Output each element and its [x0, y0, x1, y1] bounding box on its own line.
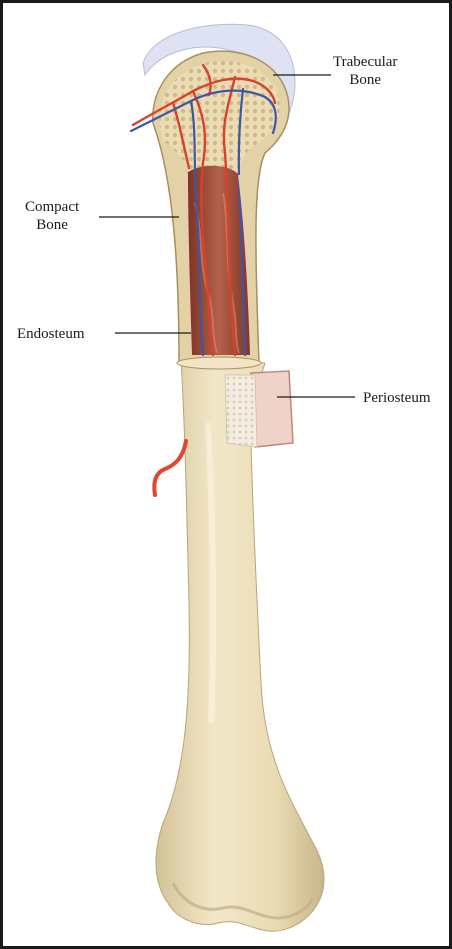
label-compact-bone: Compact Bone	[25, 198, 79, 234]
humerus-illustration	[3, 3, 452, 949]
label-trabecular-line1: Trabecular	[333, 53, 397, 71]
label-trabecular-bone: Trabecular Bone	[333, 53, 397, 89]
nutrient-artery	[154, 441, 186, 495]
bone-shaft	[156, 361, 324, 931]
label-compact-line2: Bone	[25, 216, 79, 234]
label-compact-line1: Compact	[25, 198, 79, 216]
label-trabecular-line2: Bone	[333, 71, 397, 89]
cut-rim	[177, 357, 261, 369]
label-endosteum: Endosteum	[17, 325, 85, 343]
periosteum-inner	[225, 375, 257, 447]
label-periosteum: Periosteum	[363, 389, 431, 407]
periosteum-flap	[251, 371, 293, 447]
